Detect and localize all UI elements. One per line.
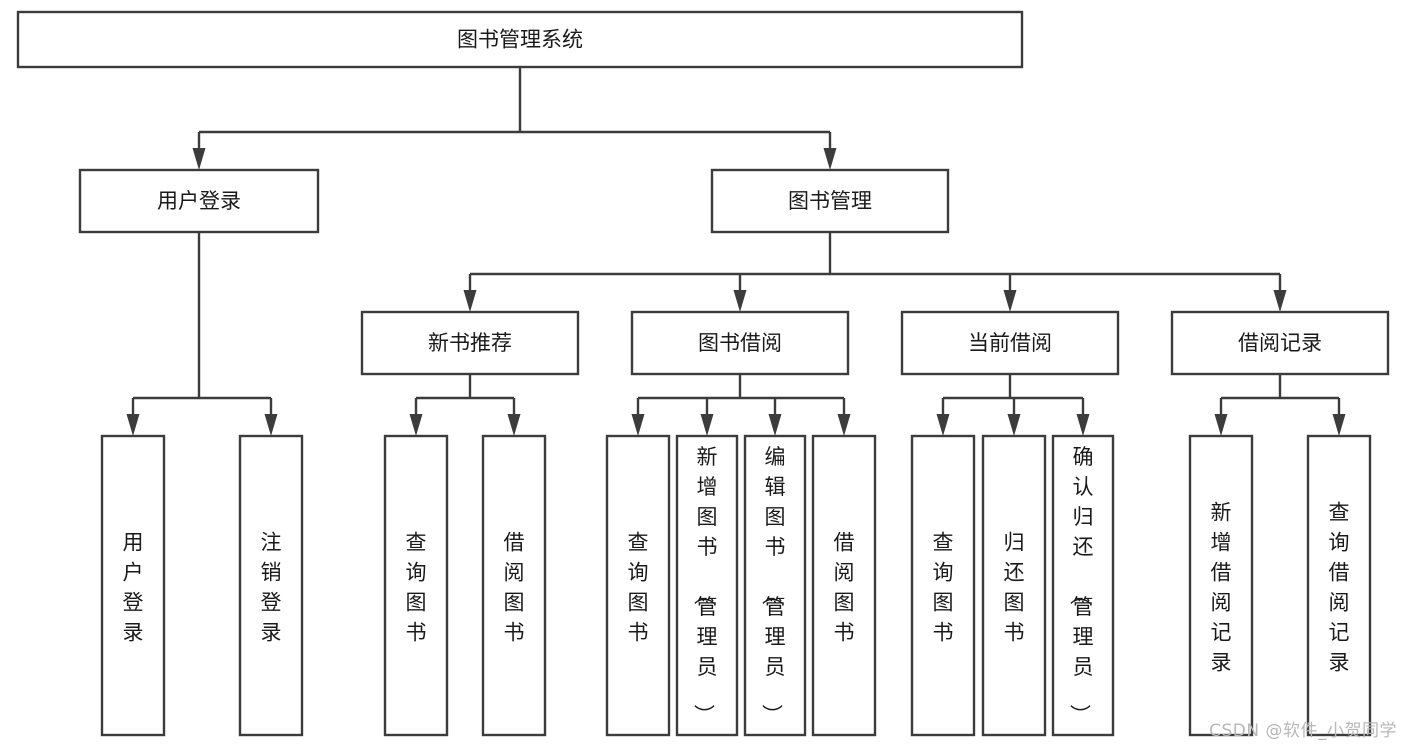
node-label: 查询图书	[628, 531, 649, 645]
node-box	[238, 434, 304, 737]
node-leaf-query-book-2[interactable]: 查询图书	[605, 434, 671, 737]
node-box	[605, 434, 671, 737]
node-book-manage[interactable]: 图书管理	[710, 168, 950, 234]
node-leaf-confirm-return[interactable]: 确认归还（管理员）	[1051, 434, 1115, 737]
node-label: 新增图书（管理员）	[692, 445, 718, 725]
node-box	[383, 434, 449, 737]
node-label: 用户登录	[157, 189, 241, 213]
node-label: 借阅记录	[1238, 331, 1322, 355]
node-label: 注销登录	[261, 531, 282, 645]
node-label: 编辑图书（管理员）	[760, 445, 786, 725]
node-box	[1051, 434, 1115, 737]
node-book-borrow[interactable]: 图书借阅	[630, 310, 850, 376]
node-new-book-rec[interactable]: 新书推荐	[360, 310, 580, 376]
node-label: 归还图书	[1004, 531, 1025, 645]
node-leaf-user-logout[interactable]: 注销登录	[238, 434, 304, 737]
node-label: 新书推荐	[428, 331, 512, 355]
node-label: 借阅图书	[834, 531, 855, 645]
node-leaf-query-book-1[interactable]: 查询图书	[383, 434, 449, 737]
watermark-label: CSDN @软件_小贺同学	[1209, 721, 1397, 741]
node-box	[100, 434, 166, 737]
node-box	[900, 310, 1120, 376]
node-box	[710, 168, 950, 234]
node-label: 图书管理	[788, 189, 872, 213]
node-box	[16, 10, 1024, 69]
node-box	[743, 434, 807, 737]
node-label: 确认归还（管理员）	[1068, 445, 1094, 725]
node-label: 新增借阅记录	[1211, 501, 1232, 675]
node-label: 图书管理系统	[457, 28, 583, 52]
node-label: 用户登录	[123, 531, 144, 645]
node-borrow-record[interactable]: 借阅记录	[1170, 310, 1390, 376]
node-label: 图书借阅	[698, 331, 782, 355]
node-box	[630, 310, 850, 376]
node-layer: 图书管理系统用户登录图书管理新书推荐图书借阅当前借阅借阅记录用户登录注销登录查询…	[16, 10, 1390, 737]
node-leaf-add-record[interactable]: 新增借阅记录	[1188, 434, 1254, 737]
node-box	[981, 434, 1047, 737]
node-leaf-return-book[interactable]: 归还图书	[981, 434, 1047, 737]
node-label: 查询图书	[406, 531, 427, 645]
node-box	[1306, 434, 1372, 737]
node-root[interactable]: 图书管理系统	[16, 10, 1024, 69]
node-leaf-query-record[interactable]: 查询借阅记录	[1306, 434, 1372, 737]
node-leaf-query-book-3[interactable]: 查询图书	[910, 434, 976, 737]
node-leaf-edit-book[interactable]: 编辑图书（管理员）	[743, 434, 807, 737]
node-box	[675, 434, 739, 737]
node-box	[811, 434, 877, 737]
node-leaf-borrow-book-2[interactable]: 借阅图书	[811, 434, 877, 737]
node-user-login[interactable]: 用户登录	[78, 168, 320, 234]
node-label: 查询借阅记录	[1329, 501, 1350, 675]
node-box	[910, 434, 976, 737]
node-current-borrow[interactable]: 当前借阅	[900, 310, 1120, 376]
node-box	[481, 434, 547, 737]
node-leaf-add-book[interactable]: 新增图书（管理员）	[675, 434, 739, 737]
node-label: 借阅图书	[504, 531, 525, 645]
node-label: 查询图书	[933, 531, 954, 645]
node-box	[78, 168, 320, 234]
node-label: 当前借阅	[968, 331, 1052, 355]
node-box	[1170, 310, 1390, 376]
connector-layer	[126, 67, 1346, 436]
node-leaf-borrow-book-1[interactable]: 借阅图书	[481, 434, 547, 737]
node-leaf-user-login[interactable]: 用户登录	[100, 434, 166, 737]
node-box	[1188, 434, 1254, 737]
node-box	[360, 310, 580, 376]
